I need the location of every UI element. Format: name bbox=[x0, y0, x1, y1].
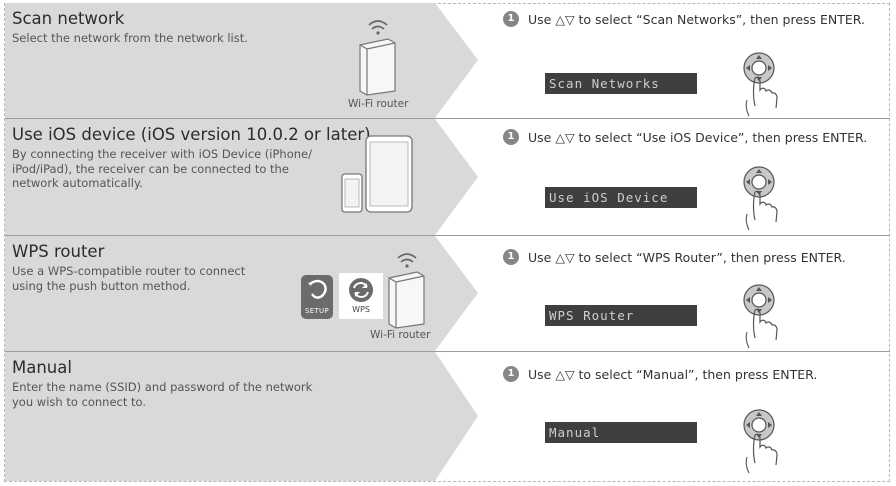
row-left-panel bbox=[5, 352, 478, 481]
wps-setup-icon bbox=[301, 275, 333, 319]
front-display: Scan Networks bbox=[545, 73, 697, 94]
step-number-badge: 1 bbox=[503, 11, 519, 27]
remote-cursor-hand-icon bbox=[743, 166, 778, 231]
device-caption: Wi-Fi router bbox=[370, 329, 431, 341]
row-title: Use iOS device (iOS version 10.0.2 or la… bbox=[12, 125, 371, 144]
step-number-badge: 1 bbox=[503, 366, 519, 382]
row-divider bbox=[5, 351, 890, 352]
front-display: Manual bbox=[545, 422, 697, 443]
front-display: Use iOS Device bbox=[545, 187, 697, 208]
wifi-router-icon bbox=[388, 253, 425, 329]
ios-devices-icon bbox=[341, 135, 413, 213]
step-instruction: Use △▽ to select “Scan Networks”, then p… bbox=[528, 12, 866, 27]
remote-cursor-hand-icon bbox=[743, 409, 778, 474]
step-number-badge: 1 bbox=[503, 129, 519, 145]
wps-setup-label: SETUP bbox=[305, 307, 329, 315]
remote-cursor-hand-icon bbox=[743, 284, 778, 349]
row-manual: Manual Enter the name (SSID) and passwor… bbox=[0, 352, 896, 481]
step-number-badge: 1 bbox=[503, 249, 519, 265]
row-description: Use a WPS-compatible router to connect u… bbox=[12, 264, 246, 293]
wifi-router-icon bbox=[359, 20, 396, 96]
wps-label: WPS bbox=[352, 305, 370, 314]
step-instruction: Use △▽ to select “Use iOS Device”, then … bbox=[528, 130, 868, 145]
row-title: Manual bbox=[12, 358, 72, 377]
guide-frame bbox=[4, 3, 890, 482]
row-divider bbox=[5, 235, 890, 236]
row-title: Scan network bbox=[12, 9, 125, 28]
row-description: By connecting the receiver with iOS Devi… bbox=[12, 147, 312, 190]
device-caption: Wi-Fi router bbox=[348, 98, 409, 110]
step-instruction: Use △▽ to select “WPS Router”, then pres… bbox=[528, 250, 846, 265]
row-title: WPS router bbox=[12, 242, 105, 261]
row-scan-network: Scan network Select the network from the… bbox=[0, 3, 896, 118]
row-description: Enter the name (SSID) and password of th… bbox=[12, 380, 313, 409]
step-instruction: Use △▽ to select “Manual”, then press EN… bbox=[528, 367, 818, 382]
front-display: WPS Router bbox=[545, 305, 697, 326]
row-ios-device: Use iOS device (iOS version 10.0.2 or la… bbox=[0, 119, 896, 235]
remote-cursor-hand-icon bbox=[743, 52, 778, 117]
row-wps-router: WPS router Use a WPS-compatible router t… bbox=[0, 236, 896, 351]
row-divider bbox=[5, 118, 890, 119]
wps-button-icon bbox=[339, 273, 383, 319]
row-description: Select the network from the network list… bbox=[12, 31, 248, 45]
row-left-panel bbox=[5, 236, 478, 351]
